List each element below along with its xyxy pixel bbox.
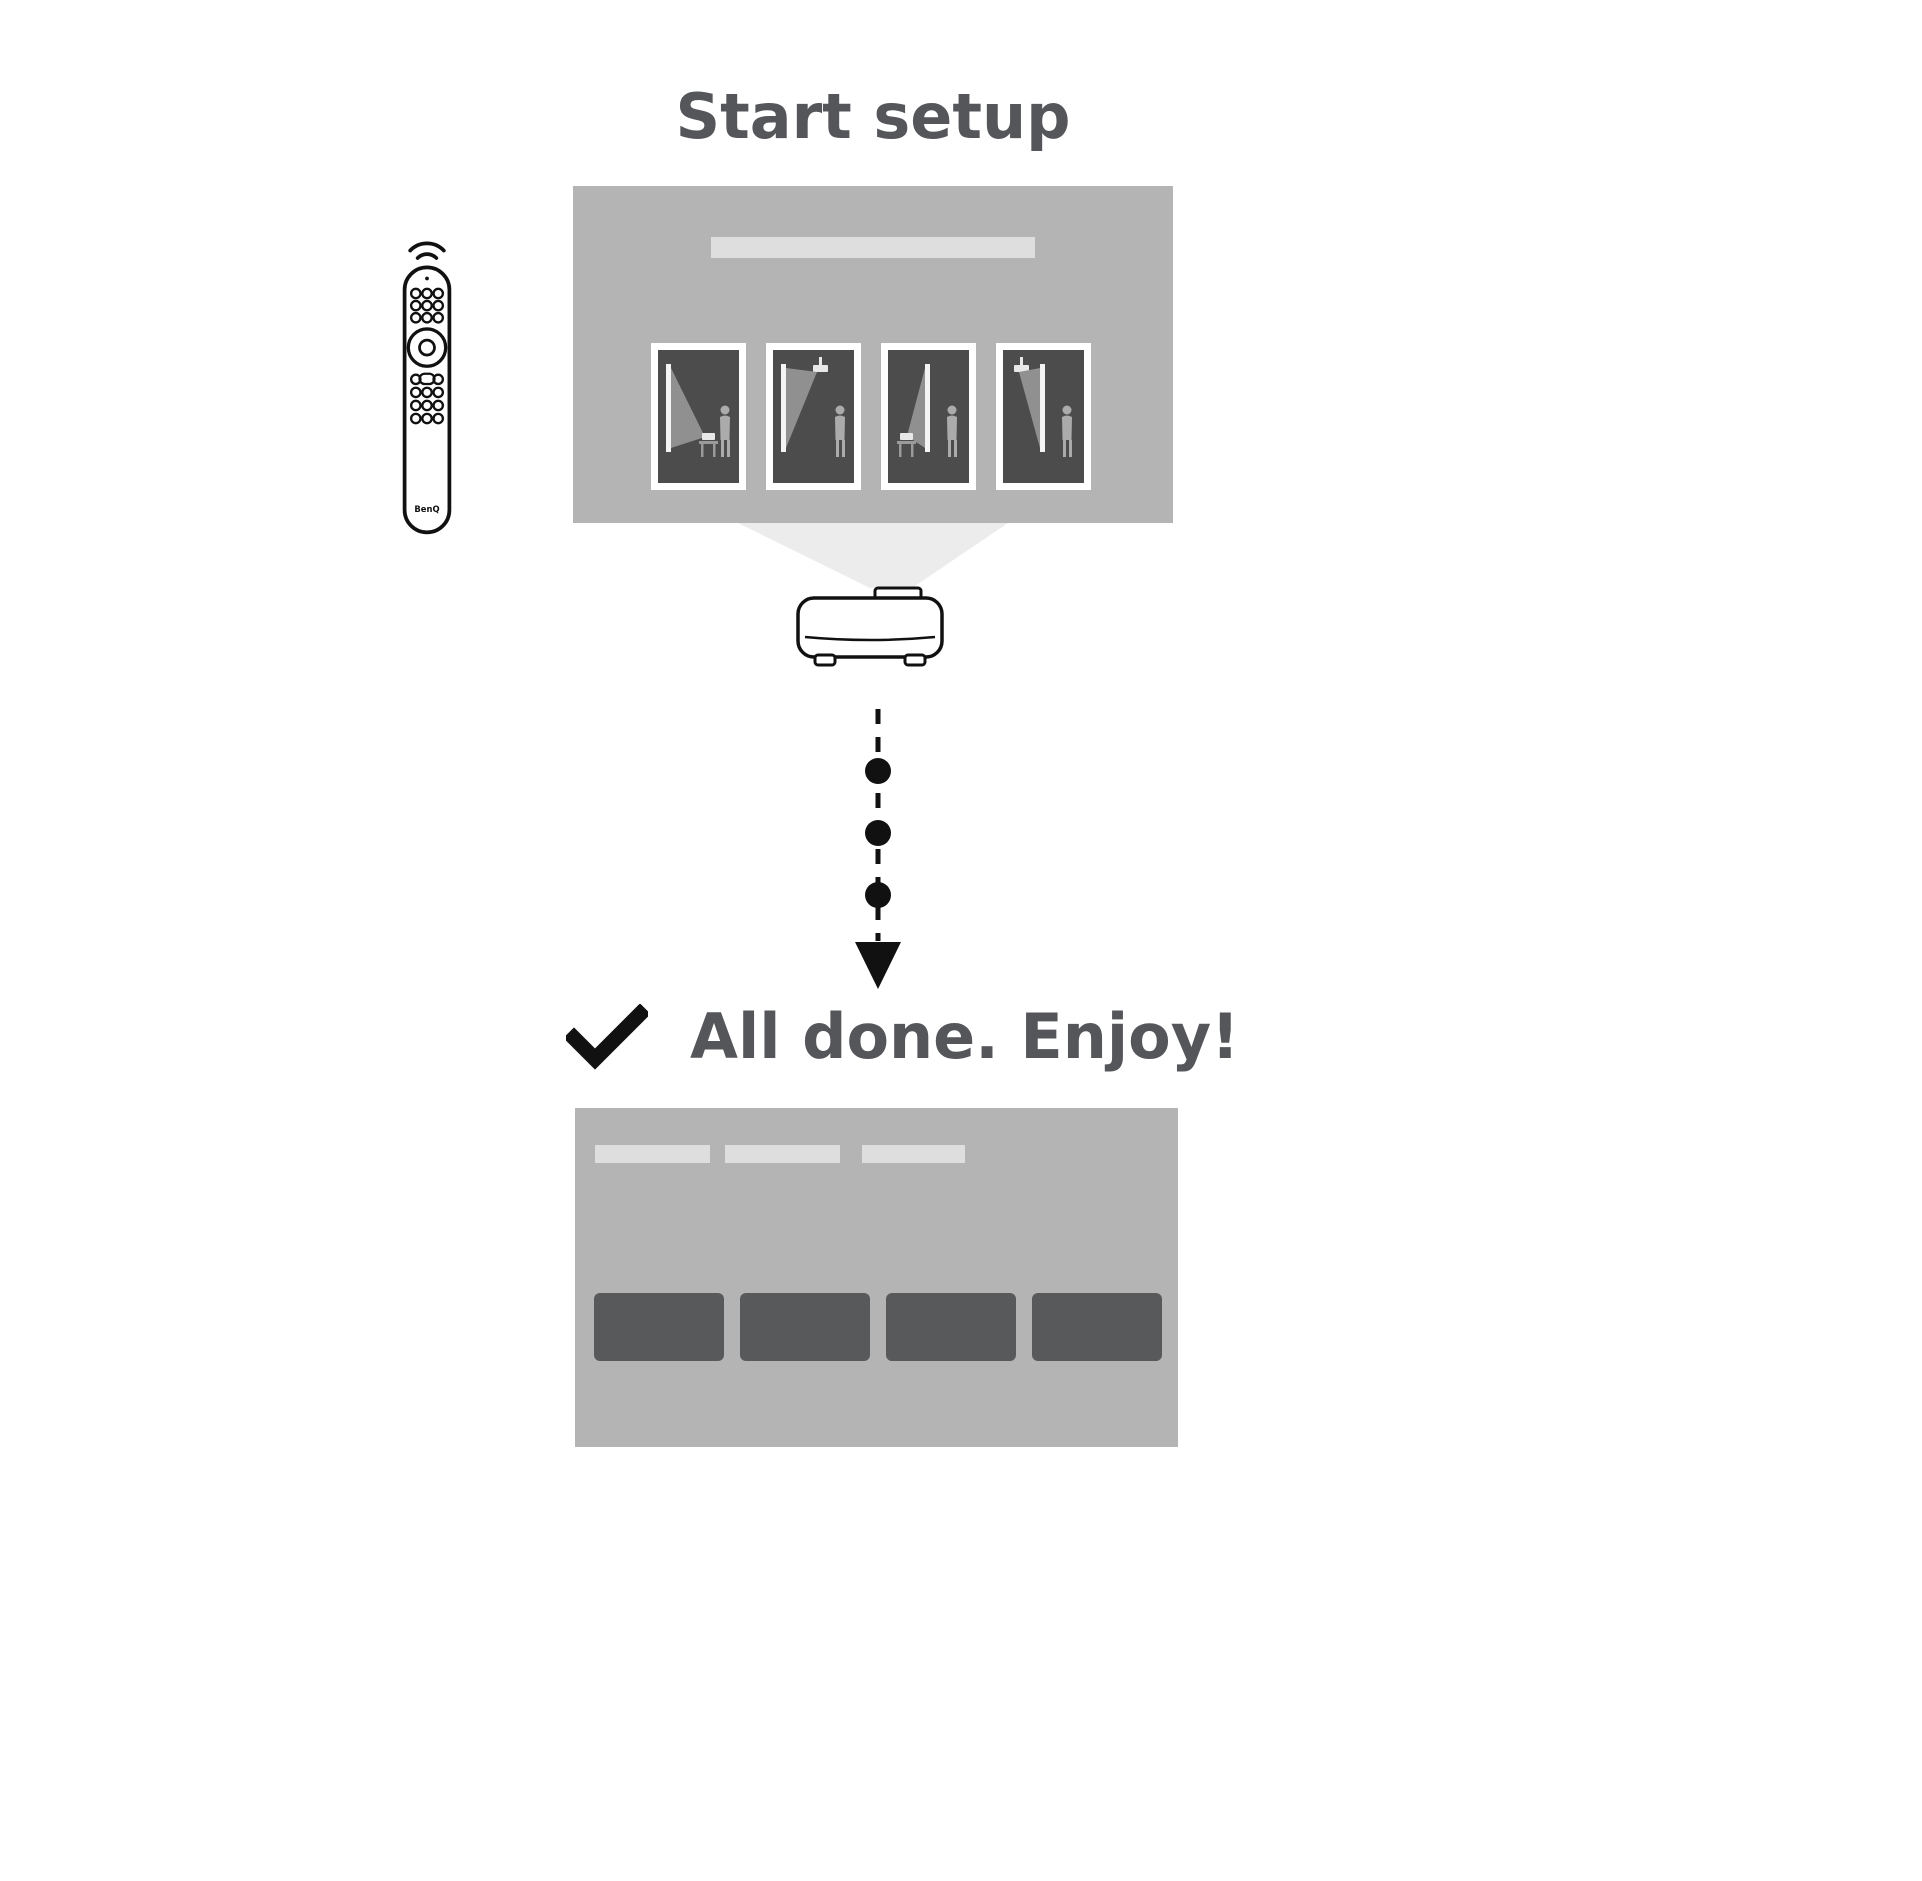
screen-title-placeholder: [711, 237, 1035, 258]
remote-control-icon: BenQ: [402, 241, 452, 535]
placement-scene-front-ceiling-icon: [773, 350, 854, 483]
remote-dpad: [406, 327, 448, 368]
content-tile-4: [1032, 1293, 1162, 1361]
step-dot-3: [865, 882, 891, 908]
placement-options-row: [651, 343, 1091, 490]
placement-scene-front-table-icon: [658, 350, 739, 483]
step-dot-1: [865, 758, 891, 784]
page-title: Start setup: [675, 80, 1071, 153]
placement-scene-rear-table-icon: [888, 350, 969, 483]
content-tile-3: [886, 1293, 1016, 1361]
placement-option-front-table: [651, 343, 746, 490]
content-tile-2: [740, 1293, 870, 1361]
remote-brand-label: BenQ: [414, 504, 439, 514]
completion-row: All done. Enjoy!: [566, 1000, 1239, 1073]
dashed-down-arrow-icon: [855, 709, 901, 989]
arrowhead: [855, 942, 901, 989]
completion-message: All done. Enjoy!: [690, 1000, 1240, 1073]
remote-led: [425, 276, 429, 281]
placement-scene-rear-ceiling-icon: [1003, 350, 1084, 483]
setup-screen: [573, 186, 1173, 523]
remote-control: BenQ: [385, 230, 469, 538]
remote-button-grid-top: [409, 287, 445, 324]
remote-button-grid-bottom: [409, 372, 445, 425]
content-tiles-row: [594, 1293, 1162, 1361]
projector: [795, 585, 945, 670]
projector-icon: [796, 586, 944, 667]
step-dot-2: [865, 820, 891, 846]
placement-option-rear-ceiling: [996, 343, 1091, 490]
checkmark-icon: [566, 1003, 648, 1070]
content-tile-1: [594, 1293, 724, 1361]
menu-bar-placeholder-1: [595, 1145, 710, 1163]
signal-waves-icon: [408, 241, 446, 260]
menu-bar-placeholder-2: [725, 1145, 840, 1163]
placement-option-rear-table: [881, 343, 976, 490]
home-screen: [575, 1108, 1178, 1447]
menu-bar-placeholder-3: [862, 1145, 965, 1163]
placement-option-front-ceiling: [766, 343, 861, 490]
projection-beam: [738, 523, 1008, 588]
flow-arrow: [848, 705, 908, 995]
